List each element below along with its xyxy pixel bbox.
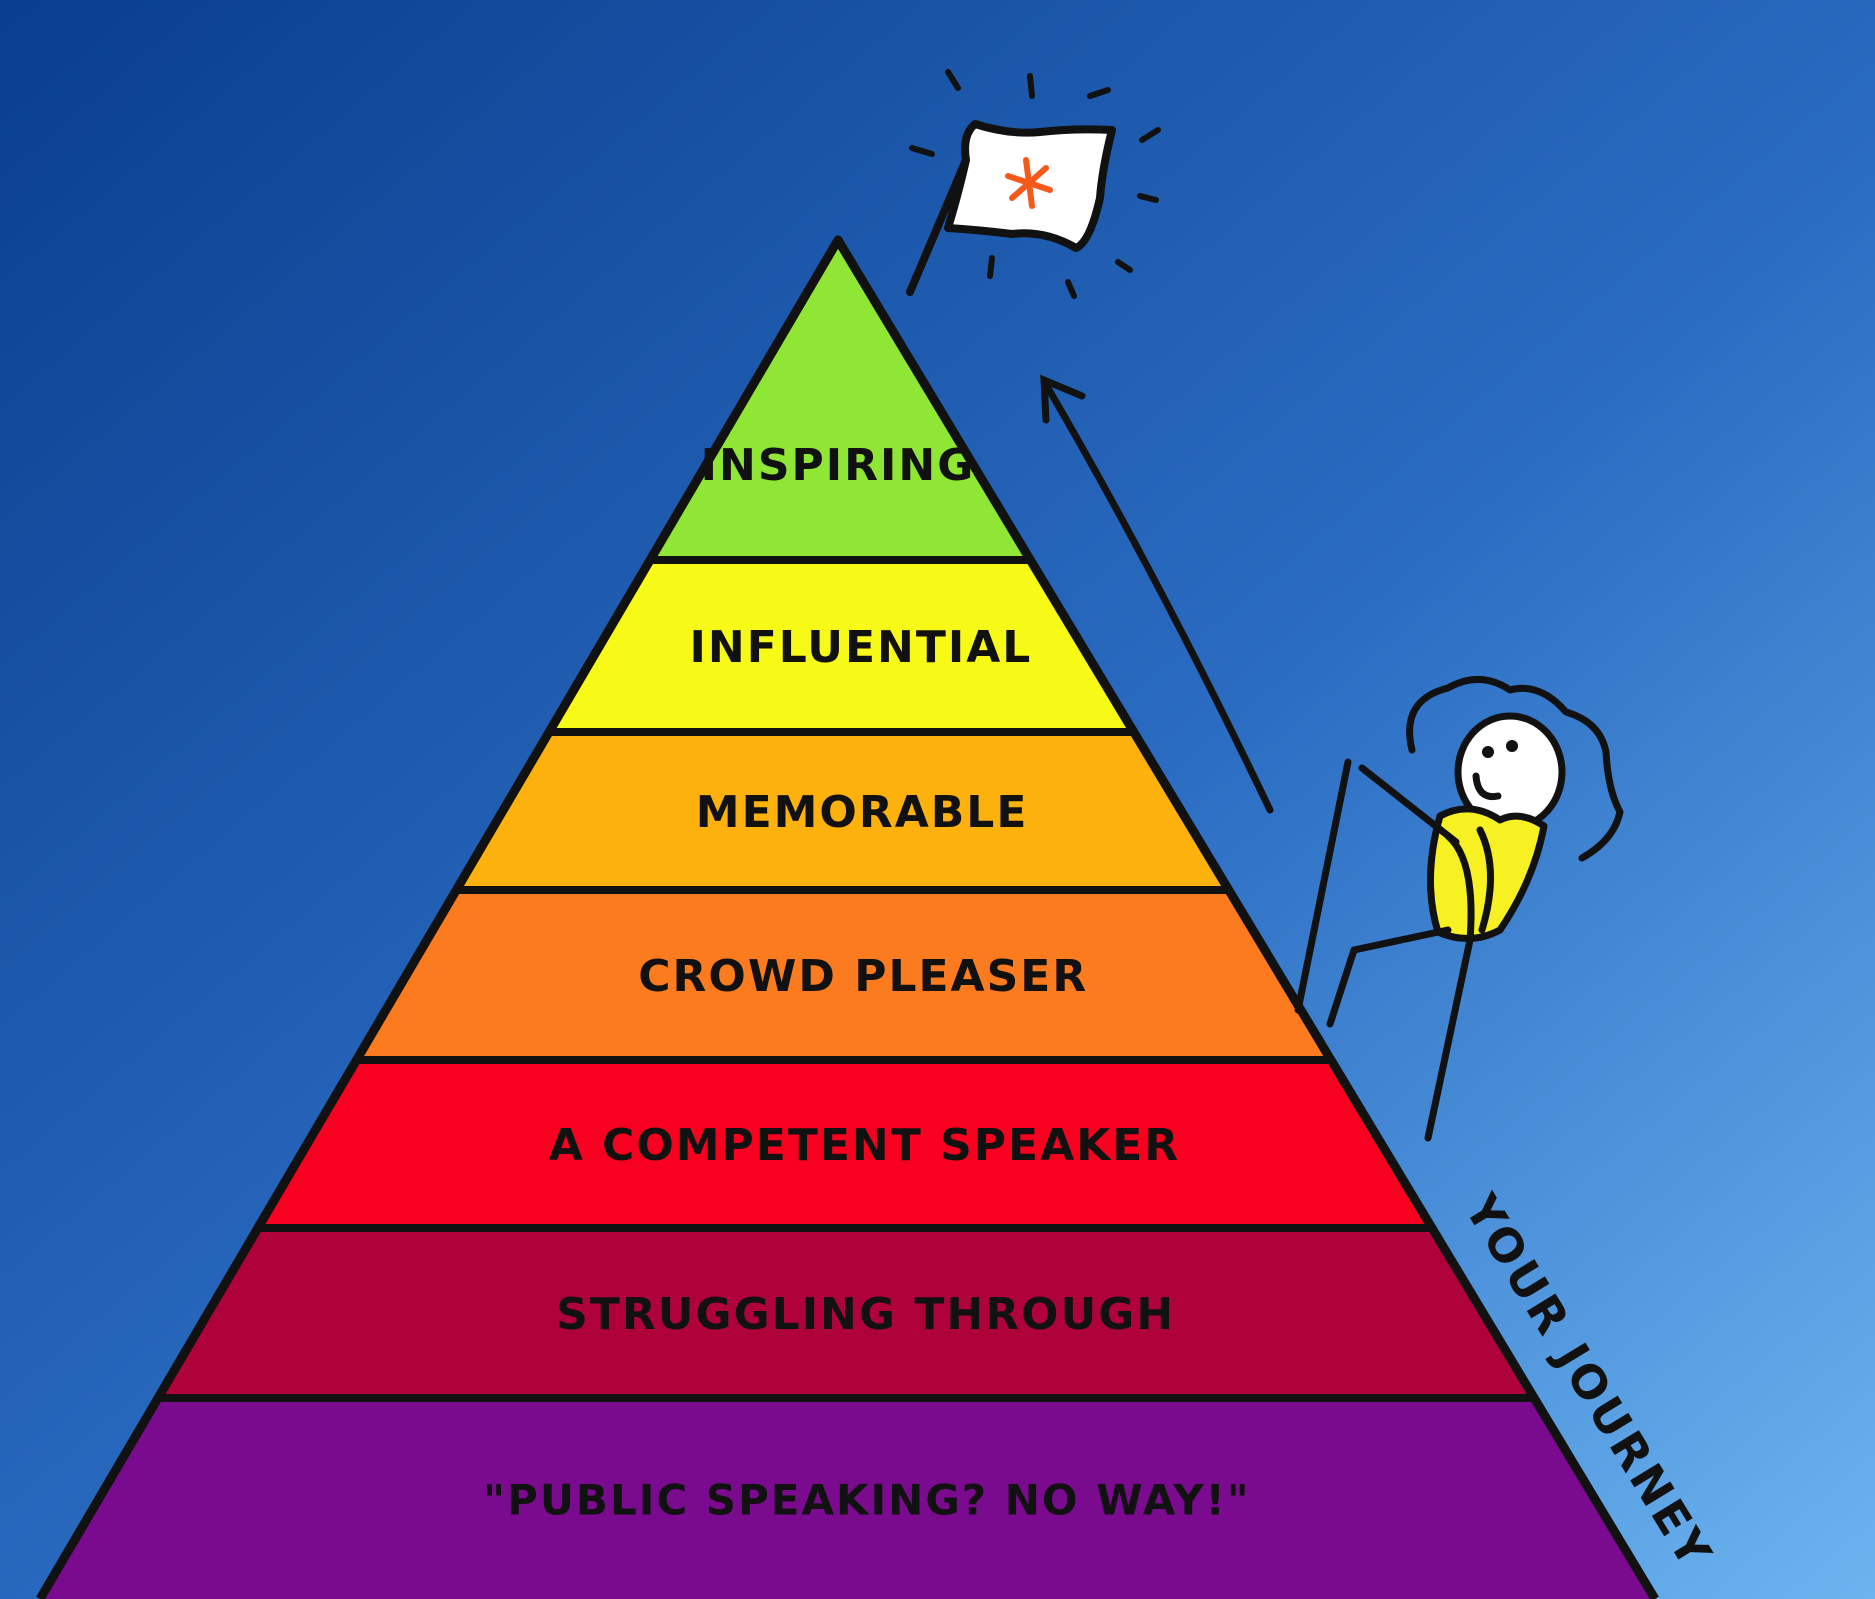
pyramid-tier-4 bbox=[356, 890, 1331, 1060]
pyramid-tier-7 bbox=[40, 1398, 1655, 1599]
sparkle-lines bbox=[909, 69, 1161, 299]
tier-label-4: CROWD PLEASER bbox=[638, 951, 1088, 1002]
tier-label-5: A COMPETENT SPEAKER bbox=[549, 1120, 1180, 1171]
stick-figure-climber-icon bbox=[1294, 676, 1624, 1142]
tier-label-1: INSPIRING bbox=[701, 440, 976, 491]
tier-label-2: INFLUENTIAL bbox=[690, 622, 1033, 673]
pyramid-tier-6 bbox=[158, 1228, 1535, 1398]
asterisk-icon bbox=[1005, 157, 1053, 209]
pyramid-outline bbox=[36, 235, 1659, 1599]
pyramid-tier-2 bbox=[549, 560, 1134, 732]
tier-label-3: MEMORABLE bbox=[696, 787, 1029, 838]
tier-label-7: "PUBLIC SPEAKING? NO WAY!" bbox=[483, 1476, 1250, 1525]
pyramid-tier-5 bbox=[257, 1060, 1432, 1228]
pyramid-tier-3 bbox=[456, 732, 1229, 890]
tier-label-6: STRUGGLING THROUGH bbox=[556, 1289, 1175, 1340]
pyramid-tier-1 bbox=[650, 240, 1031, 560]
summit-flag bbox=[906, 69, 1161, 299]
journey-arrow bbox=[1040, 374, 1274, 814]
pyramid-tiers: INSPIRING INFLUENTIAL MEMORABLE CROWD PLEAS… bbox=[40, 240, 1655, 1599]
